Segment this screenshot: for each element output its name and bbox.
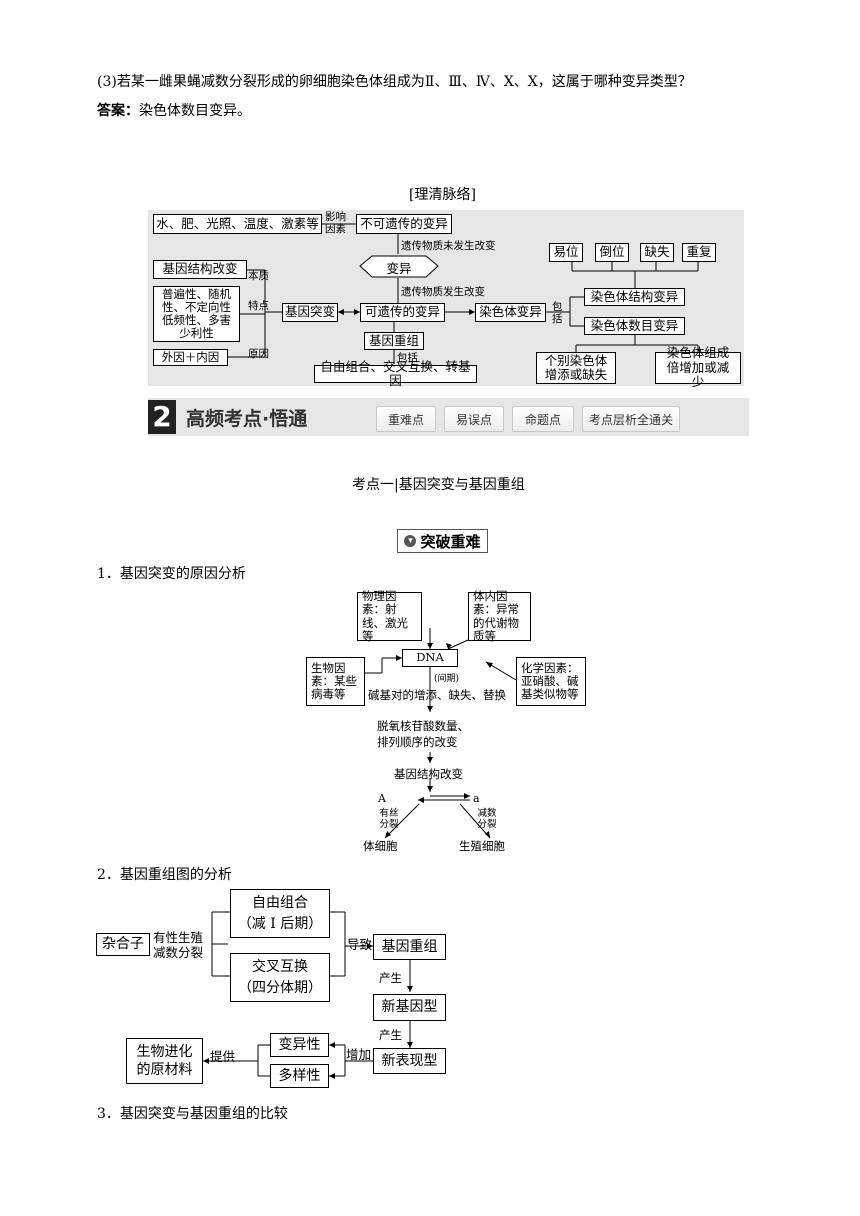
variability-box: 变异性 <box>270 1033 329 1057</box>
biological-factors: 生物因素：某些病毒等 <box>306 657 365 706</box>
tab-full-pass[interactable]: 考点层析全通关 <box>582 406 680 432</box>
germ-cell-label: 生殖细胞 <box>459 839 505 853</box>
gene-structure-change: 基因结构改变 <box>153 260 247 279</box>
deoxy-label: 脱氧核苷酸数量、排列顺序的改变 <box>377 719 469 749</box>
heterozygote-box: 杂合子 <box>96 933 150 956</box>
chemical-factors: 化学因素：亚硝酸、碱基类似物等 <box>516 657 586 706</box>
heading-3: 3．基因突变与基因重组的比较 <box>97 1106 288 1122</box>
new-genotype-box: 新基因型 <box>373 994 446 1021</box>
heritable-variation: 可遗传的变异 <box>360 303 445 322</box>
physical-factors: 物理因素：射线、激光等 <box>357 589 422 642</box>
banner-number: 2 <box>148 400 176 434</box>
include-label-2: 包括 <box>552 301 563 325</box>
nonheritable-variation: 不可遗传的变异 <box>356 214 452 234</box>
section-title: [理清脉络] <box>409 187 476 203</box>
chromosome-variation: 染色体变异 <box>475 303 546 322</box>
gene-structure-label: 基因结构改变 <box>394 767 463 781</box>
provide-label: 提供 <box>210 1049 236 1064</box>
increase-label: 增加 <box>346 1047 372 1062</box>
struct-type-inversion: 倒位 <box>595 243 629 262</box>
interphase-label: (间期) <box>434 674 460 684</box>
mutation-features: 普遍性、随机性、不定向性低频性、多害少利性 <box>153 286 240 342</box>
new-phenotype-box: 新表现型 <box>373 1048 446 1074</box>
tupo-badge: ▾ 突破重难 <box>397 529 488 553</box>
struct-type-duplication: 重复 <box>682 243 716 262</box>
somatic-cell-label: 体细胞 <box>363 839 398 853</box>
raw-material-label: 的原材料 <box>136 1062 193 1078</box>
base-change-label: 碱基对的增添、缺失、替换 <box>368 688 506 702</box>
gene-recombination: 基因重组 <box>364 332 424 350</box>
evolution-material-box: 生物进化 的原材料 <box>126 1038 203 1084</box>
lead-label: 导致 <box>347 937 373 952</box>
answer-line: 答案：染色体数目变异。 <box>97 100 251 120</box>
chromosome-structure-variation: 染色体结构变异 <box>584 288 685 306</box>
meiosis-label: 减数分裂 <box>477 808 497 830</box>
question-text: (3)若某一雌果蝇减数分裂形成的卵细胞染色体组成为Ⅱ、Ⅲ、Ⅳ、X、X，这属于哪种… <box>97 74 692 90</box>
tab-error-points[interactable]: 易误点 <box>444 406 504 432</box>
cause-label: 原因 <box>248 348 269 360</box>
changed-label: 遗传物质发生改变 <box>401 286 485 298</box>
sexual-reproduction-label: 有性生殖减数分裂 <box>153 930 204 960</box>
essence-label: 本质 <box>248 270 269 282</box>
chromosome-number-variation: 染色体数目变异 <box>584 317 685 335</box>
individual-chromosome-change: 个别染色体增添或缺失 <box>536 352 616 384</box>
tupo-label: 突破重难 <box>420 532 481 551</box>
chevron-down-icon: ▾ <box>404 535 417 547</box>
tab-key-points[interactable]: 重难点 <box>376 406 436 432</box>
free-combination-box: 自由组合 （减 Ⅰ 后期） <box>230 889 330 938</box>
allele-a: a <box>473 792 480 805</box>
heading-1: 1．基因突变的原因分析 <box>97 566 246 582</box>
produce-label-1: 产生 <box>379 971 402 985</box>
free-combination-stage: （减 Ⅰ 后期） <box>237 915 323 932</box>
mitosis-label: 有丝分裂 <box>379 808 399 830</box>
include-label: 包括 <box>397 352 418 364</box>
recombination-box: 基因重组 <box>373 934 446 960</box>
tab-exam-points[interactable]: 命题点 <box>512 406 574 432</box>
struct-type-deletion: 缺失 <box>640 243 674 262</box>
dna-box: DNA <box>402 649 458 667</box>
diversity-box: 多样性 <box>270 1064 329 1088</box>
free-combination-label: 自由组合 <box>252 895 308 912</box>
crossing-over-label: 交叉互换 <box>252 959 308 976</box>
kaodian-title: 考点一|基因突变与基因重组 <box>352 477 525 493</box>
crossing-over-stage: （四分体期） <box>238 979 322 996</box>
variation-label: 变异 <box>386 261 412 276</box>
answer-label: 答案： <box>97 103 139 119</box>
gene-mutation: 基因突变 <box>282 303 338 322</box>
produce-label-2: 产生 <box>379 1028 402 1042</box>
influence-label: 影响因素 <box>325 211 346 235</box>
feature-label: 特点 <box>248 300 269 312</box>
heading-2: 2．基因重组图的分析 <box>97 867 232 883</box>
allele-A: A <box>378 792 386 805</box>
causes-box: 外因＋内因 <box>153 349 228 366</box>
recombination-types: 自由组合、交叉互换、转基因 <box>314 359 477 388</box>
evolution-label: 生物进化 <box>136 1043 193 1060</box>
environment-factors: 水、肥、光照、温度、激素等 <box>153 214 322 234</box>
struct-type-translocation: 易位 <box>549 243 583 262</box>
crossing-over-box: 交叉互换 （四分体期） <box>230 953 330 1002</box>
internal-factors: 体内因素：异常的代谢物质等 <box>468 589 531 642</box>
banner-title: 高频考点·悟通 <box>186 408 308 430</box>
chromosome-set-change: 染色体组成倍增加或减少 <box>655 346 741 389</box>
no-change-label: 遗传物质未发生改变 <box>401 240 496 252</box>
answer-text: 染色体数目变异。 <box>139 103 251 119</box>
